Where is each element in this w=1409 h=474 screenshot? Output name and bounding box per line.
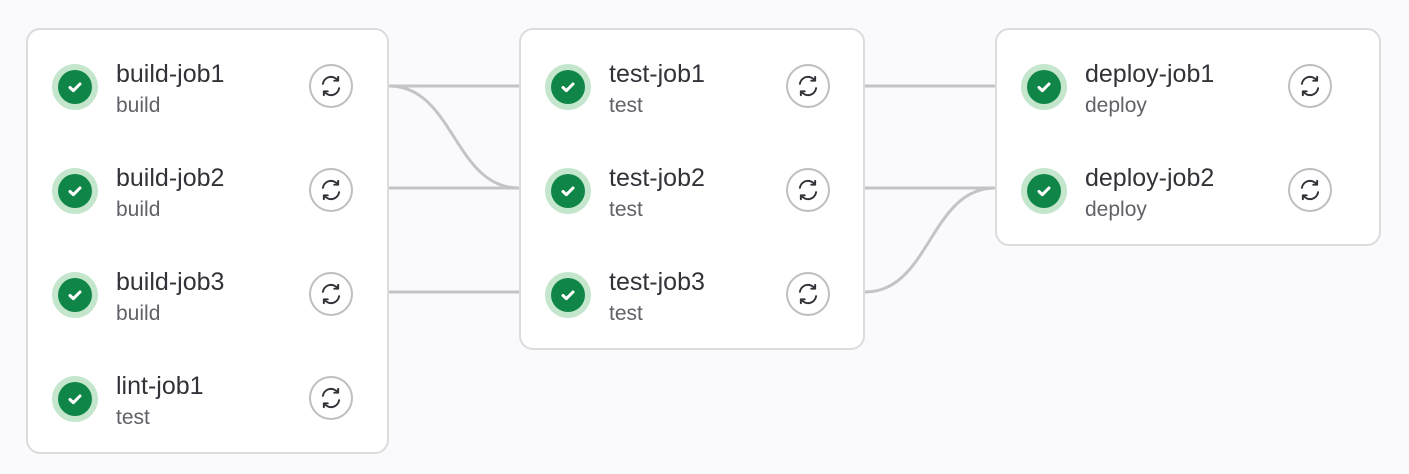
retry-icon <box>318 281 344 307</box>
job-name[interactable]: build-job3 <box>116 268 225 296</box>
job-stage: build <box>116 94 161 117</box>
status-success-icon <box>545 64 591 110</box>
job-item[interactable]: deploy-job1 deploy <box>997 32 1379 136</box>
job-item[interactable]: lint-job1 test <box>28 344 387 448</box>
job-name[interactable]: build-job2 <box>116 164 225 192</box>
job-item[interactable]: test-job2 test <box>521 136 863 240</box>
retry-icon <box>795 281 821 307</box>
stage-column: test-job1 test test-job2 test test-job3 … <box>519 28 865 350</box>
status-success-icon <box>1021 64 1067 110</box>
retry-icon <box>318 177 344 203</box>
job-name[interactable]: deploy-job1 <box>1085 60 1215 88</box>
retry-icon <box>318 73 344 99</box>
job-stage: test <box>116 406 150 429</box>
status-success-icon <box>1021 168 1067 214</box>
link-test-job3-to-deploy-job2 <box>864 186 996 294</box>
job-name[interactable]: lint-job1 <box>116 372 204 400</box>
retry-icon <box>318 385 344 411</box>
job-stage: build <box>116 302 161 325</box>
job-stage: test <box>609 198 643 221</box>
retry-button[interactable] <box>1288 168 1332 212</box>
retry-icon <box>1297 73 1323 99</box>
stage-column: deploy-job1 deploy deploy-job2 deploy <box>995 28 1381 246</box>
retry-icon <box>1297 177 1323 203</box>
job-stage: test <box>609 302 643 325</box>
status-success-icon <box>545 272 591 318</box>
job-name[interactable]: build-job1 <box>116 60 225 88</box>
job-stage: build <box>116 198 161 221</box>
job-item[interactable]: build-job3 build <box>28 240 387 344</box>
job-item[interactable]: test-job3 test <box>521 240 863 344</box>
retry-icon <box>795 73 821 99</box>
job-item[interactable]: build-job2 build <box>28 136 387 240</box>
retry-button[interactable] <box>786 64 830 108</box>
retry-button[interactable] <box>309 64 353 108</box>
status-success-icon <box>52 272 98 318</box>
retry-button[interactable] <box>1288 64 1332 108</box>
retry-button[interactable] <box>786 272 830 316</box>
job-name[interactable]: test-job3 <box>609 268 705 296</box>
job-stage: test <box>609 94 643 117</box>
job-item[interactable]: test-job1 test <box>521 32 863 136</box>
job-item[interactable]: build-job1 build <box>28 32 387 136</box>
job-name[interactable]: deploy-job2 <box>1085 164 1215 192</box>
retry-button[interactable] <box>786 168 830 212</box>
job-name[interactable]: test-job2 <box>609 164 705 192</box>
retry-button[interactable] <box>309 272 353 316</box>
stage-column: build-job1 build build-job2 build build-… <box>26 28 389 454</box>
job-stage: deploy <box>1085 198 1147 221</box>
retry-button[interactable] <box>309 376 353 420</box>
job-name[interactable]: test-job1 <box>609 60 705 88</box>
job-stage: deploy <box>1085 94 1147 117</box>
status-success-icon <box>52 168 98 214</box>
link-build-job1-to-test-job2 <box>388 84 520 190</box>
retry-button[interactable] <box>309 168 353 212</box>
job-item[interactable]: deploy-job2 deploy <box>997 136 1379 240</box>
status-success-icon <box>52 64 98 110</box>
retry-icon <box>795 177 821 203</box>
status-success-icon <box>545 168 591 214</box>
status-success-icon <box>52 376 98 422</box>
